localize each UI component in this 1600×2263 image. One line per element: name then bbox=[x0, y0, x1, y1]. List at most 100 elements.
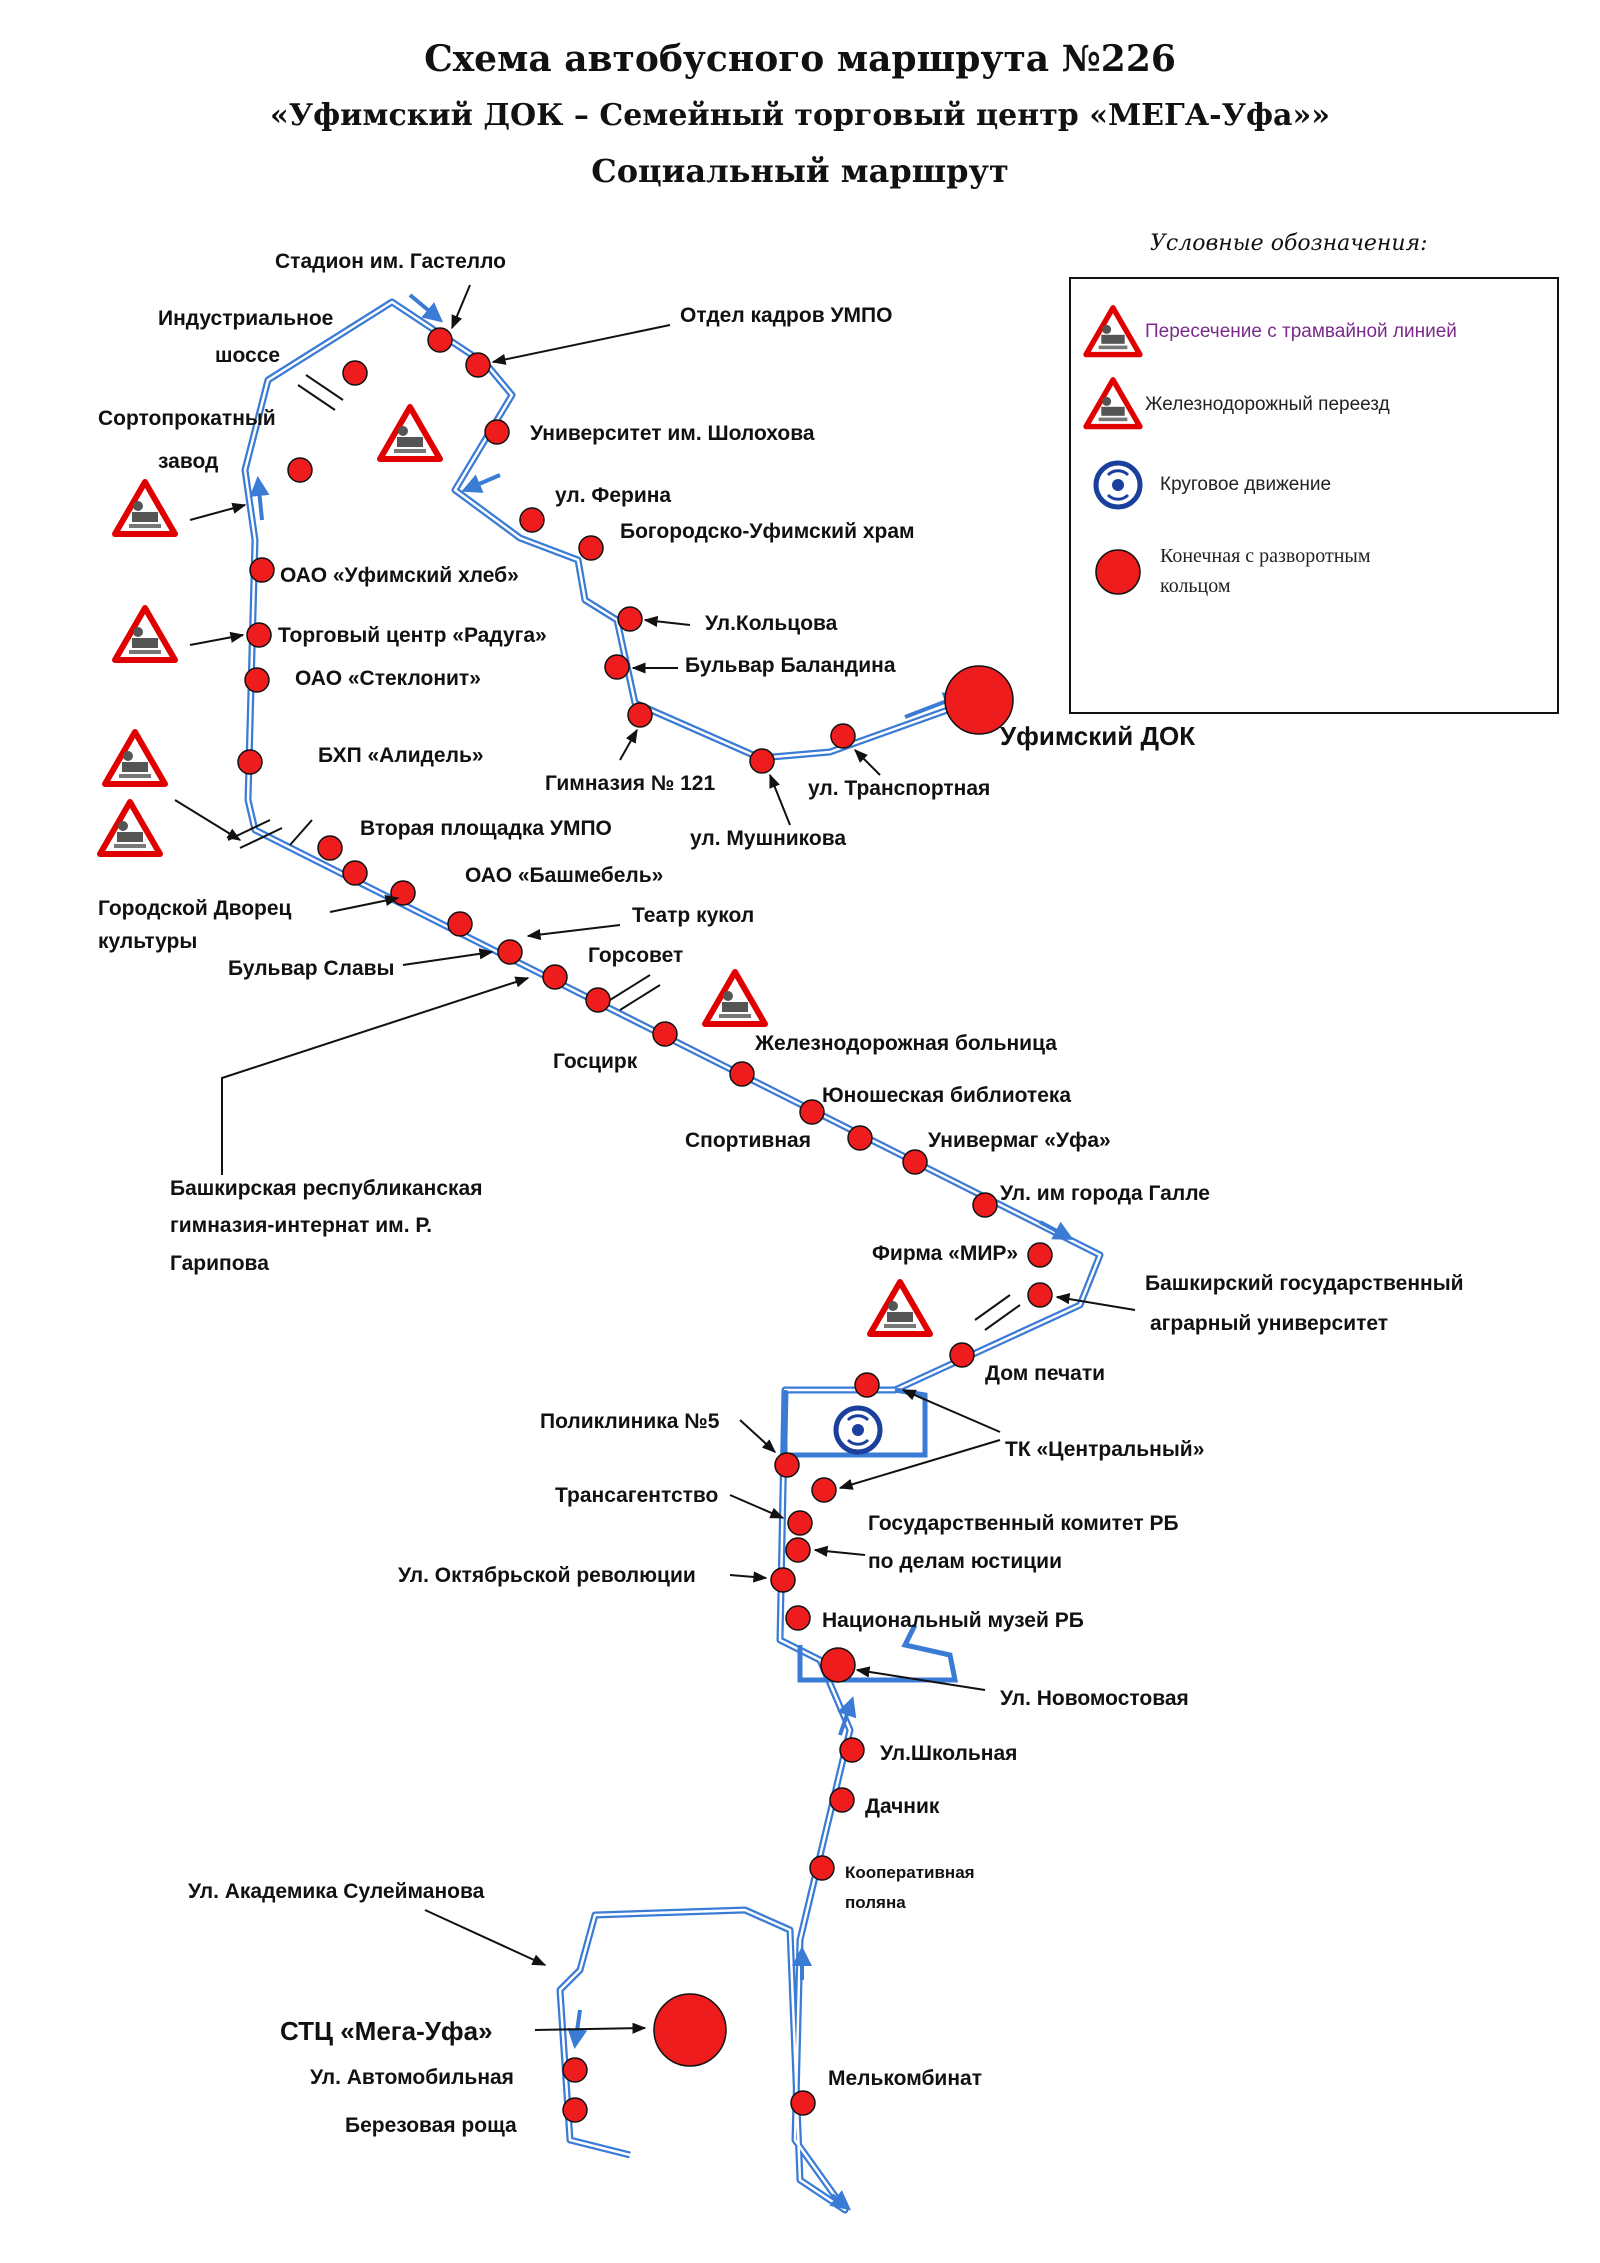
label-kooperativ-2: поляна bbox=[845, 1893, 906, 1912]
stop-ferin[interactable] bbox=[519, 507, 545, 533]
railway-crossing-icon-3 bbox=[100, 802, 160, 854]
railway-crossing-icon-1 bbox=[115, 482, 175, 534]
label-sortoprokat-2: завод bbox=[158, 450, 218, 473]
label-sortoprokat-1: Сортопрокатный bbox=[98, 407, 276, 430]
stop-transportnaya[interactable] bbox=[830, 723, 856, 749]
label-ufa-dok: Уфимский ДОК bbox=[1000, 721, 1195, 751]
stop-dachnik[interactable] bbox=[829, 1787, 855, 1813]
legend-box: Пересечение с трамвайной линией Железнод… bbox=[1069, 277, 1559, 714]
stop-sportivnaya[interactable] bbox=[847, 1125, 873, 1151]
stop-melkombinat[interactable] bbox=[790, 2090, 816, 2116]
stop-markers bbox=[237, 327, 1053, 2123]
label-suleymanov: Ул. Академика Сулейманова bbox=[188, 1880, 485, 1903]
label-novomost: Ул. Новомостовая bbox=[1000, 1687, 1189, 1710]
label-sportivnaya: Спортивная bbox=[685, 1129, 811, 1152]
stop-raduga[interactable] bbox=[246, 622, 272, 648]
label-teatr: Театр кукол bbox=[632, 904, 754, 927]
legend-rail-label: Железнодорожный переезд bbox=[1145, 394, 1390, 415]
stop-labels: Стадион им. Гастелло Индустриальное шосс… bbox=[98, 250, 1464, 2137]
stop-centralny[interactable] bbox=[854, 1372, 880, 1398]
stop-gymn121[interactable] bbox=[627, 702, 653, 728]
label-dachnik: Дачник bbox=[865, 1795, 940, 1818]
stop-sortoprokat[interactable] bbox=[287, 457, 313, 483]
railway-crossing-icon-2 bbox=[115, 608, 175, 660]
stop-bashmebel[interactable] bbox=[342, 860, 368, 886]
stop-centralny-2[interactable] bbox=[811, 1477, 837, 1503]
label-goscirk: Госцирк bbox=[553, 1050, 638, 1073]
label-balandina: Бульвар Баландина bbox=[685, 654, 896, 677]
stop-agrar[interactable] bbox=[1027, 1282, 1053, 1308]
stop-oktyabr[interactable] bbox=[770, 1567, 796, 1593]
stop-kooperativ[interactable] bbox=[809, 1855, 835, 1881]
label-mega: СТЦ «Мега-Уфа» bbox=[280, 2016, 493, 2046]
stop-shkolnaya[interactable] bbox=[839, 1737, 865, 1763]
stop-gorsovet[interactable] bbox=[585, 987, 611, 1013]
label-museum: Национальный музей РБ bbox=[822, 1609, 1084, 1632]
label-oktyabr: Ул. Октябрьской революции bbox=[398, 1564, 696, 1587]
stop-teatr[interactable] bbox=[447, 911, 473, 937]
label-steklonit: ОАО «Стеклонит» bbox=[295, 667, 481, 690]
map-route-type: Социальный маршрут bbox=[591, 152, 1009, 190]
label-agrar-1: Башкирский государственный bbox=[1145, 1272, 1464, 1295]
stop-balandina[interactable] bbox=[604, 654, 630, 680]
label-gymn121: Гимназия № 121 bbox=[545, 772, 715, 795]
tram-crossing-icon-2 bbox=[105, 732, 165, 784]
stop-pechat[interactable] bbox=[949, 1342, 975, 1368]
label-umpo2: Вторая площадка УМПО bbox=[360, 817, 612, 840]
stop-univermag[interactable] bbox=[902, 1149, 928, 1175]
stop-industrial[interactable] bbox=[342, 360, 368, 386]
stop-sholokhov[interactable] bbox=[484, 419, 510, 445]
leader-arrows bbox=[174, 284, 1136, 2034]
stop-gastello[interactable] bbox=[427, 327, 453, 353]
stop-library[interactable] bbox=[799, 1099, 825, 1125]
roundabout-icon-map bbox=[833, 1405, 883, 1455]
stop-gymn-internat[interactable] bbox=[542, 964, 568, 990]
stop-ufa-dok-terminal[interactable] bbox=[944, 665, 1014, 735]
label-sholokhov: Университет им. Шолохова bbox=[530, 422, 815, 445]
stop-steklonit[interactable] bbox=[244, 667, 270, 693]
label-gymn-internat-1: Башкирская республиканская bbox=[170, 1177, 482, 1200]
label-shkolnaya: Ул.Школьная bbox=[880, 1742, 1017, 1765]
stop-transagent[interactable] bbox=[787, 1510, 813, 1536]
label-agrar-2: аграрный университет bbox=[1150, 1312, 1388, 1335]
legend-terminal-label-1: Конечная с разворотным bbox=[1160, 545, 1371, 567]
stop-mir[interactable] bbox=[1027, 1242, 1053, 1268]
stop-galle[interactable] bbox=[972, 1192, 998, 1218]
label-mushnikova: ул. Мушникова bbox=[690, 827, 846, 850]
stop-mega-terminal[interactable] bbox=[653, 1993, 727, 2067]
label-galle: Ул. им города Галле bbox=[1000, 1182, 1210, 1205]
stop-roshcha[interactable] bbox=[562, 2097, 588, 2123]
stop-umpo2[interactable] bbox=[317, 835, 343, 861]
stop-goscirk[interactable] bbox=[652, 1021, 678, 1047]
stop-slavy[interactable] bbox=[497, 939, 523, 965]
stop-goskom[interactable] bbox=[785, 1537, 811, 1563]
stop-koltsova[interactable] bbox=[617, 606, 643, 632]
label-gymn-internat-2: гимназия-интернат им. Р. bbox=[170, 1214, 432, 1237]
stop-khram[interactable] bbox=[578, 535, 604, 561]
legend-terminal-icon bbox=[1095, 549, 1141, 595]
label-centralny: ТК «Центральный» bbox=[1005, 1438, 1204, 1461]
label-gastello: Стадион им. Гастелло bbox=[275, 250, 506, 273]
railway-crossing-icon-5 bbox=[870, 1282, 930, 1334]
stop-poliklinika[interactable] bbox=[774, 1452, 800, 1478]
label-alidel: БХП «Алидель» bbox=[318, 744, 484, 767]
label-univermag: Универмаг «Уфа» bbox=[928, 1129, 1111, 1152]
map-subtitle: «Уфимский ДОК – Семейный торговый центр … bbox=[270, 98, 1330, 133]
label-bashmebel: ОАО «Башмебель» bbox=[465, 864, 663, 887]
stop-novomost[interactable] bbox=[820, 1647, 856, 1683]
stop-kadry[interactable] bbox=[465, 352, 491, 378]
map-title: Схема автобусного маршрута №226 bbox=[424, 38, 1176, 80]
stop-avtomobil[interactable] bbox=[562, 2057, 588, 2083]
route-line-inner bbox=[243, 300, 1102, 2212]
stop-zd-bolnica[interactable] bbox=[729, 1061, 755, 1087]
label-slavy: Бульвар Славы bbox=[228, 957, 394, 980]
stop-khleb[interactable] bbox=[249, 557, 275, 583]
stop-dvorets[interactable] bbox=[390, 880, 416, 906]
stop-mushnikova[interactable] bbox=[749, 748, 775, 774]
stop-alidel[interactable] bbox=[237, 749, 263, 775]
label-kadry: Отдел кадров УМПО bbox=[680, 304, 892, 327]
legend-terminal-label-2: кольцом bbox=[1160, 575, 1231, 597]
label-raduga: Торговый центр «Радуга» bbox=[278, 624, 547, 647]
stop-museum[interactable] bbox=[785, 1605, 811, 1631]
